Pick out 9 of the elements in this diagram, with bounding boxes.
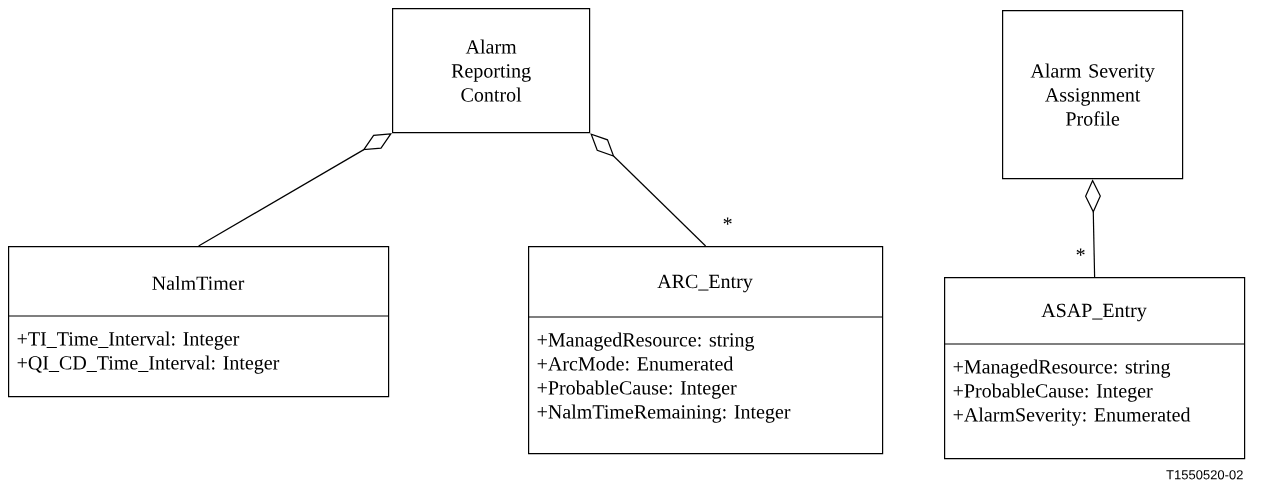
class-box: ARC_Entry +ManagedResource: string +ArcMode: Enumerated +ProbableCause: Integer +NalmTimeRemaining: Integer: [527, 246, 884, 455]
multiplicity-label: *: [1076, 248, 1085, 256]
multiplicity-label: *: [723, 217, 732, 225]
aggregation-line: [590, 133, 707, 247]
aggregation-line: [198, 133, 392, 247]
class-box: Alarm Severity Assignment Profile: [1002, 10, 1184, 180]
class-box: Alarm Reporting Control: [392, 8, 591, 134]
class-box: NalmTimer +TI_Time_Interval: Integer +QI_CD_Time_Interval: Integer: [7, 246, 390, 398]
class-box: ASAP_Entry +ManagedResource: string +ProbableCause: Integer +AlarmSeverity: Enumerated: [943, 277, 1246, 460]
